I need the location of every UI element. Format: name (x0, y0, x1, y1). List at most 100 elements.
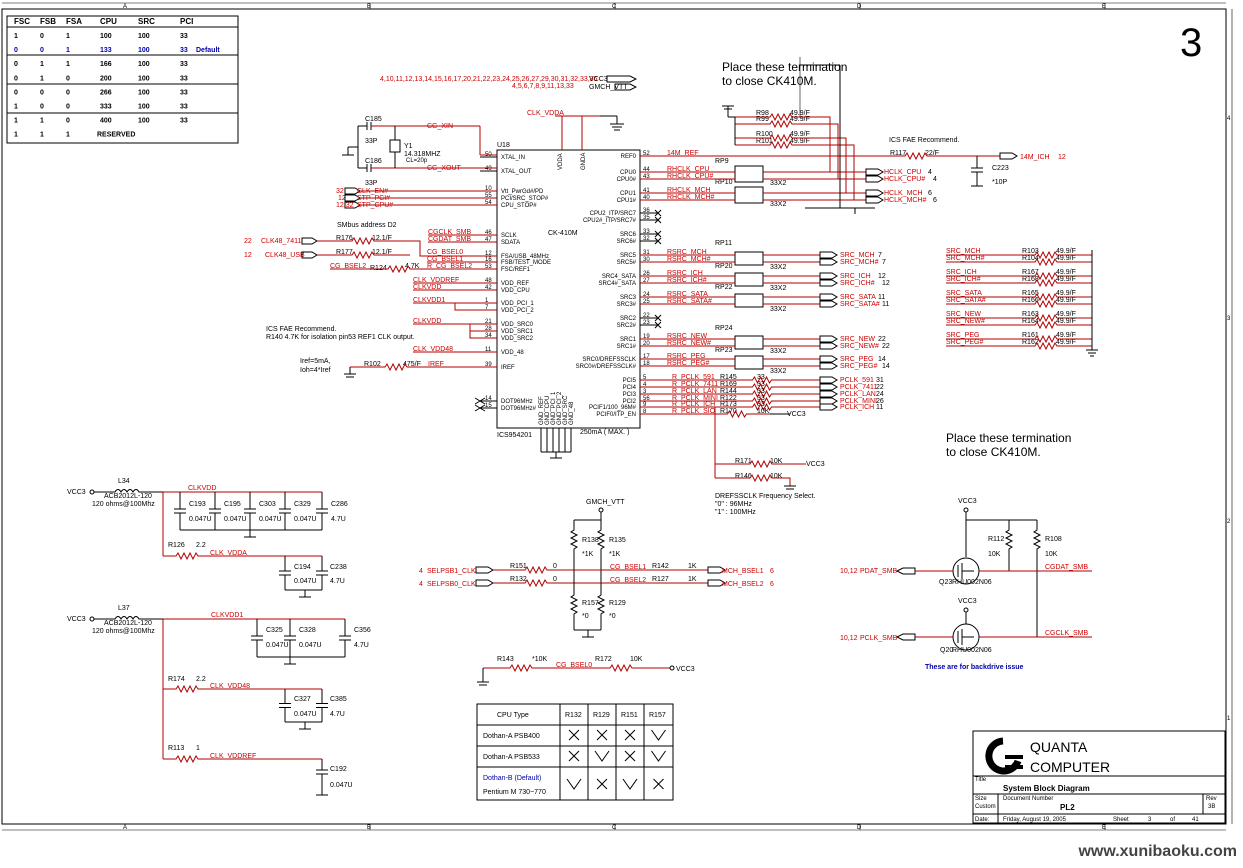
power-filter-2: VCC3 L37 ACB2012L-120 120 ohms@100Mhz CL… (67, 605, 371, 796)
svg-text:VCC3: VCC3 (589, 76, 608, 83)
src-term-val-3: 49.9/F (1056, 276, 1076, 283)
border-col-d-bottom: D (857, 825, 862, 831)
src-rp24-ref: RP24 (715, 325, 733, 332)
src-rp24-val: 33X2 (770, 348, 786, 355)
border-col-b-bottom: B (367, 825, 371, 831)
ic-left-pin-num-3: 55 (485, 193, 492, 199)
rp9-val: 33X2 (770, 180, 786, 187)
r172-val: 10K (630, 656, 643, 663)
src-out-ref-1-b: 12 (882, 280, 890, 287)
cpu-table-header-1: R132 (565, 712, 582, 719)
y1-freq: 14.318MHZ (404, 151, 441, 158)
border-col-d-top: D (857, 4, 862, 10)
cap-row1-val-2: 0.047U (259, 516, 282, 523)
ic-right-pin-name-26: PCIF0/ITP_EN (596, 412, 636, 418)
ic-left-pin-name-3: PCI/SRC_STOP# (501, 196, 549, 202)
src-term-val-1: 49.9/F (1056, 255, 1076, 262)
cpu-table-type-2: Dothan-B (Default) (483, 775, 541, 782)
stp-pci-ref: 12 (338, 195, 346, 202)
src-net-1-b: RSRC_ICH# (667, 277, 707, 284)
c192-val: 0.047U (330, 782, 353, 789)
cpu-table-header-3: R151 (621, 712, 638, 719)
title-block: QUANTA COMPUTER Title System Block Diagr… (972, 730, 1226, 824)
ic-left-pin-num-9: 53 (485, 264, 492, 270)
cap-c238-val: 4.7U (330, 578, 345, 585)
border-col-a-top: A (123, 4, 127, 10)
ic-bottom-pin-5: GND_48 (569, 401, 575, 425)
r108-val: 10K (1045, 551, 1058, 558)
clk48-7411-net: CLK48_7411 (261, 238, 301, 245)
src-term-net-3: SRC_ICH# (946, 276, 981, 283)
hclk-mch-sheet: 6 (928, 190, 932, 197)
ic-right-pin-num-23: 3 (643, 389, 647, 395)
src-term-net-6: SRC_NEW (946, 311, 981, 318)
rp10-ref: RP10 (715, 179, 733, 186)
cg-bsel0-net: CG_BSEL0 (427, 249, 463, 256)
r100-val: 49.9/F (790, 131, 810, 138)
pci-out-ref-4: 11 (876, 404, 883, 411)
clk48-usb-net: CLK48_USB (265, 252, 305, 259)
cgdat-smb-net: CGDAT_SMB (428, 236, 471, 243)
cap-row1-ref-0: C193 (189, 501, 206, 508)
cap-c385-val: 4.7U (330, 711, 345, 718)
cg-xout-net: CG_XOUT (427, 165, 462, 172)
src-term-net-4: SRC_SATA (946, 290, 982, 297)
cg-bsel1-net: CG_BSEL1 (427, 256, 463, 263)
pci-res-0: R145 (720, 374, 737, 381)
src-term-val-4: 49.9/F (1056, 290, 1076, 297)
ic-right-pin-num-17: 19 (643, 334, 650, 340)
src-out-4-a: SRC_PEG (840, 356, 873, 363)
r-cg-bsel2-net: R_CG_BSEL2 (427, 263, 472, 270)
fsc-cell-0-5: 33 (180, 33, 188, 40)
mch-bsel1-sheet: 6 (770, 568, 774, 575)
ic-right-pin-num-7: 33 (643, 229, 650, 235)
ic-right-pin-num-15: 22 (643, 313, 650, 319)
fsc-cell-1-0: 0 (14, 47, 18, 54)
src-term-ref-6: R163 (1022, 311, 1039, 318)
clk-en-ref: 32 (336, 188, 344, 195)
ic-right-pin-num-11: 26 (643, 271, 650, 277)
c223-ref: C223 (992, 165, 1009, 172)
ic-right-pin-name-21: PCI5 (623, 378, 637, 384)
ic-right-pin-name-7: SRC6 (620, 232, 637, 238)
cap-c194-val: 0.047U (294, 578, 317, 585)
fsc-cell-2-3: 166 (100, 61, 112, 68)
nc-mark-0 (654, 209, 662, 217)
rp10-val: 33X2 (770, 201, 786, 208)
fsc-cell-5-2: 0 (66, 104, 70, 111)
src-out-1-a: SRC_ICH (840, 273, 871, 280)
pci-out-ref-2: 24 (876, 391, 884, 398)
page-number: 3 (1180, 21, 1202, 65)
vcc3-port-top: VCC3 (589, 75, 638, 83)
fsc-cell-1-4: 100 (138, 47, 150, 54)
r102-ref: R102 (364, 361, 381, 368)
src-rp11-val: 33X2 (770, 264, 786, 271)
pci-out-0: PCLK_591 (840, 377, 874, 384)
r99-val: 49.9/F (790, 116, 810, 123)
ic-right-pin-name-1: CPU0 (620, 170, 637, 176)
ic-right-pin-name-9: SRC5 (620, 253, 637, 259)
hclk-cpu-n-sheet: 4 (933, 176, 937, 183)
ic-left-pin-name-18: IREF (501, 365, 515, 371)
pin-vdda: VDDA (558, 153, 564, 170)
fsc-cell-2-4: 100 (138, 61, 150, 68)
vcc3-q20: VCC3 (958, 598, 977, 605)
pclk-ref: 10,12 (840, 635, 858, 642)
r127-ref: R127 (652, 576, 669, 583)
src-term-val-0: 49.9/F (1056, 248, 1076, 255)
ic-right-pin-name-25: PCIF1/100_96M# (589, 405, 637, 411)
ic-right-pin-num-3: 41 (643, 188, 650, 194)
fsc-cell-4-5: 33 (180, 89, 188, 96)
site-watermark: www.xunibaoku.com (1078, 843, 1237, 860)
cap-row1-ref-3: C329 (294, 501, 311, 508)
fsc-cell-4-2: 0 (66, 89, 70, 96)
cap-row2-ref-0: C325 (266, 627, 283, 634)
date-value: Friday, August 19, 2005 (1003, 817, 1067, 823)
vcc3-l34: VCC3 (67, 489, 86, 496)
src-rp22-ref: RP22 (715, 284, 733, 291)
ic-part: ICS954201 (497, 432, 532, 439)
border-col-e-top: E (1102, 4, 1106, 10)
fsc-cell-6-4: 100 (138, 118, 150, 125)
